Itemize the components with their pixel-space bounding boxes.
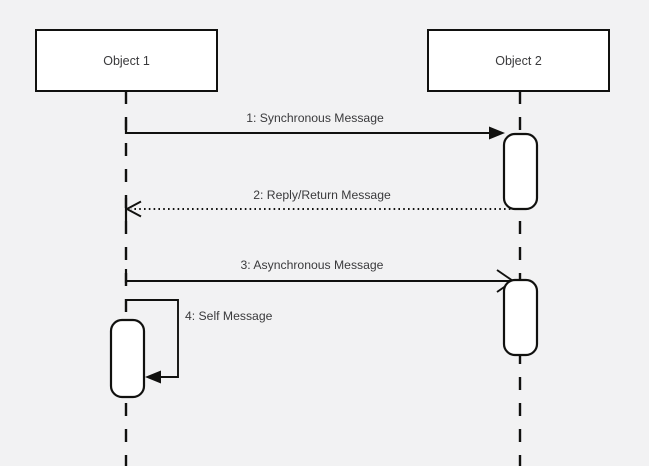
message-4-label: 4: Self Message bbox=[185, 309, 273, 323]
activation-bar-object2-second[interactable] bbox=[502, 278, 539, 357]
message-2-reply[interactable]: 2: Reply/Return Message bbox=[124, 188, 520, 221]
participant-box-object2[interactable] bbox=[427, 29, 610, 92]
message-2-label: 2: Reply/Return Message bbox=[253, 188, 391, 202]
message-4-self[interactable]: 4: Self Message bbox=[126, 299, 273, 384]
message-3-asynchronous[interactable]: 3: Asynchronous Message bbox=[124, 258, 515, 293]
message-1-synchronous[interactable]: 1: Synchronous Message bbox=[124, 111, 505, 140]
participant-box-object1[interactable] bbox=[35, 29, 218, 92]
message-2-arrowhead-icon bbox=[124, 200, 142, 218]
message-4-loop-line[interactable] bbox=[126, 299, 179, 378]
participant-object2[interactable]: Object 2 bbox=[427, 29, 610, 92]
participant-label-object2: Object 2 bbox=[495, 54, 542, 68]
participant-label-object1: Object 1 bbox=[103, 54, 150, 68]
message-1-label: 1: Synchronous Message bbox=[246, 111, 384, 125]
participant-object1[interactable]: Object 1 bbox=[35, 29, 218, 92]
message-1-arrowhead-icon bbox=[489, 126, 505, 140]
activation-bar-object2-first[interactable] bbox=[502, 132, 539, 211]
activation-bar-object1[interactable] bbox=[109, 318, 146, 399]
message-3-label: 3: Asynchronous Message bbox=[241, 258, 384, 272]
lifelines-group bbox=[124, 91, 522, 466]
message-4-arrowhead-icon bbox=[145, 370, 161, 384]
